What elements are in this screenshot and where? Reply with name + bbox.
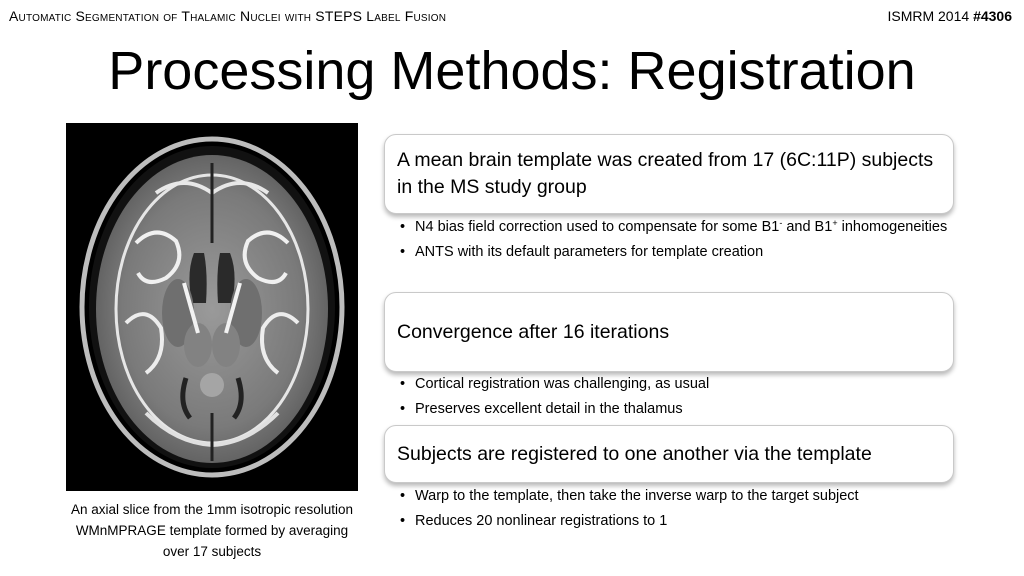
list-item: Preserves excellent detail in the thalam… [400,399,955,419]
section-3-bullets: Warp to the template, then take the inve… [400,486,955,536]
list-item: Warp to the template, then take the inve… [400,486,955,506]
running-title: Automatic Segmentation of Thalamic Nucle… [9,8,447,24]
list-item: ANTS with its default parameters for tem… [400,242,955,262]
figure-caption: An axial slice from the 1mm isotropic re… [70,502,354,559]
list-item: Reduces 20 nonlinear registrations to 1 [400,511,955,531]
conference-label: ISMRM 2014 #4306 [887,8,1012,24]
section-heading-2: Convergence after 16 iterations [384,292,954,372]
conference-name: ISMRM 2014 [887,8,970,24]
brain-axial-slice-graphic [66,123,358,491]
abstract-number: #4306 [973,8,1012,24]
section-heading-3: Subjects are registered to one another v… [384,425,954,483]
section-1-bullets: N4 bias field correction used to compens… [400,217,955,267]
list-item: Cortical registration was challenging, a… [400,374,955,394]
section-heading-1: A mean brain template was created from 1… [384,134,954,214]
list-item: N4 bias field correction used to compens… [400,217,955,237]
brain-mri-image [66,123,358,491]
section-heading-1-text: A mean brain template was created from 1… [397,149,934,198]
section-2-bullets: Cortical registration was challenging, a… [400,374,955,424]
section-heading-3-text: Subjects are registered to one another v… [397,442,872,465]
section-heading-2-text: Convergence after 16 iterations [397,320,670,343]
slide-title: Processing Methods: Registration [108,41,916,101]
